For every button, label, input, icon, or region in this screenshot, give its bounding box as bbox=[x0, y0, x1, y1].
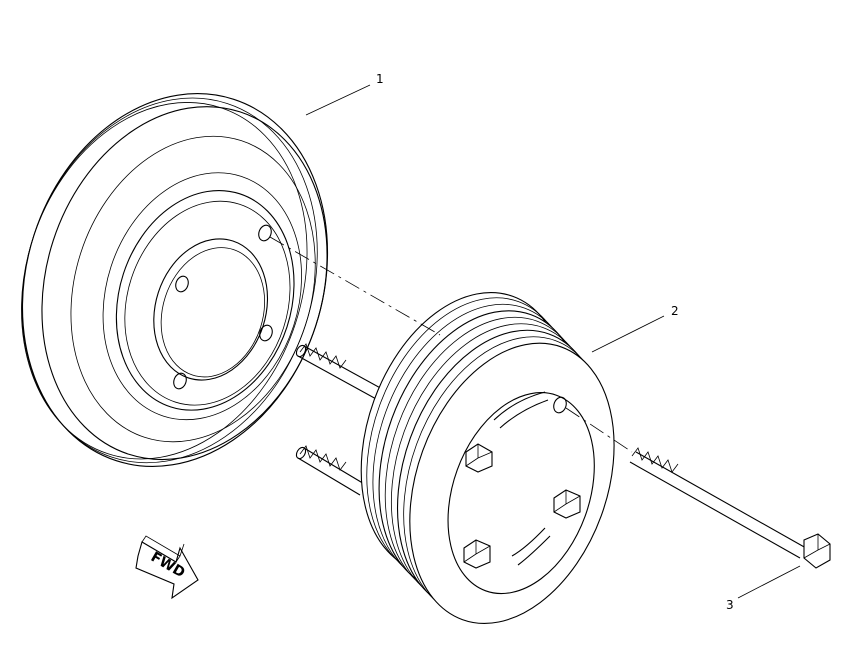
part-2-bolt-hole bbox=[553, 396, 567, 414]
stud-lower bbox=[295, 445, 367, 496]
part-3-bolt bbox=[629, 447, 831, 569]
callout-3: 3 bbox=[726, 565, 801, 612]
face-bolt-heads bbox=[463, 443, 581, 569]
part-1-bolt-holes bbox=[173, 224, 273, 390]
forward-arrow-icon: FWD bbox=[135, 535, 199, 600]
callout-2-label: 2 bbox=[671, 304, 679, 318]
alignment-centerlines bbox=[269, 236, 633, 453]
callout-1: 1 bbox=[305, 72, 384, 116]
callout-3-label: 3 bbox=[726, 598, 734, 612]
part-1-large-pulley bbox=[21, 93, 329, 467]
stud-upper bbox=[295, 343, 385, 401]
callout-1-label: 1 bbox=[376, 72, 384, 86]
callout-2: 2 bbox=[591, 304, 679, 353]
part-2-groove-pulley bbox=[360, 292, 615, 624]
